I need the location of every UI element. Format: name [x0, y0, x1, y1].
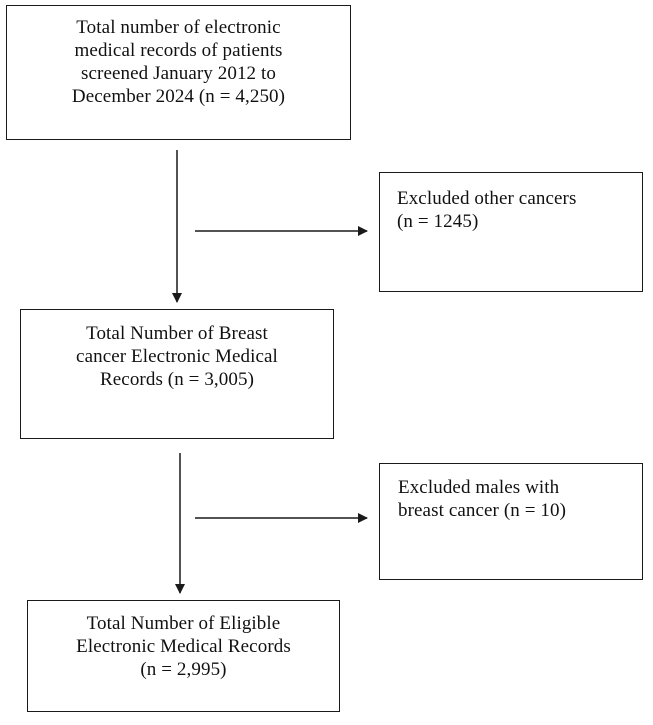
breast-cancer-records-box: Total Number of Breast cancer Electronic… [20, 309, 334, 439]
breast-cancer-records-text: Total Number of Breast cancer Electronic… [76, 323, 278, 390]
total-records-box: Total number of electronic medical recor… [6, 5, 351, 140]
total-records-text: Total number of electronic medical recor… [71, 17, 286, 107]
excluded-males-text: Excluded males with breast cancer (n = 1… [398, 477, 566, 521]
eligible-records-box: Total Number of Eligible Electronic Medi… [27, 600, 340, 712]
excluded-other-cancers-box: Excluded other cancers (n = 1245) [379, 172, 643, 292]
excluded-males-box: Excluded males with breast cancer (n = 1… [379, 463, 643, 580]
excluded-other-cancers-text: Excluded other cancers (n = 1245) [397, 188, 577, 232]
eligible-records-text: Total Number of Eligible Electronic Medi… [76, 613, 291, 680]
